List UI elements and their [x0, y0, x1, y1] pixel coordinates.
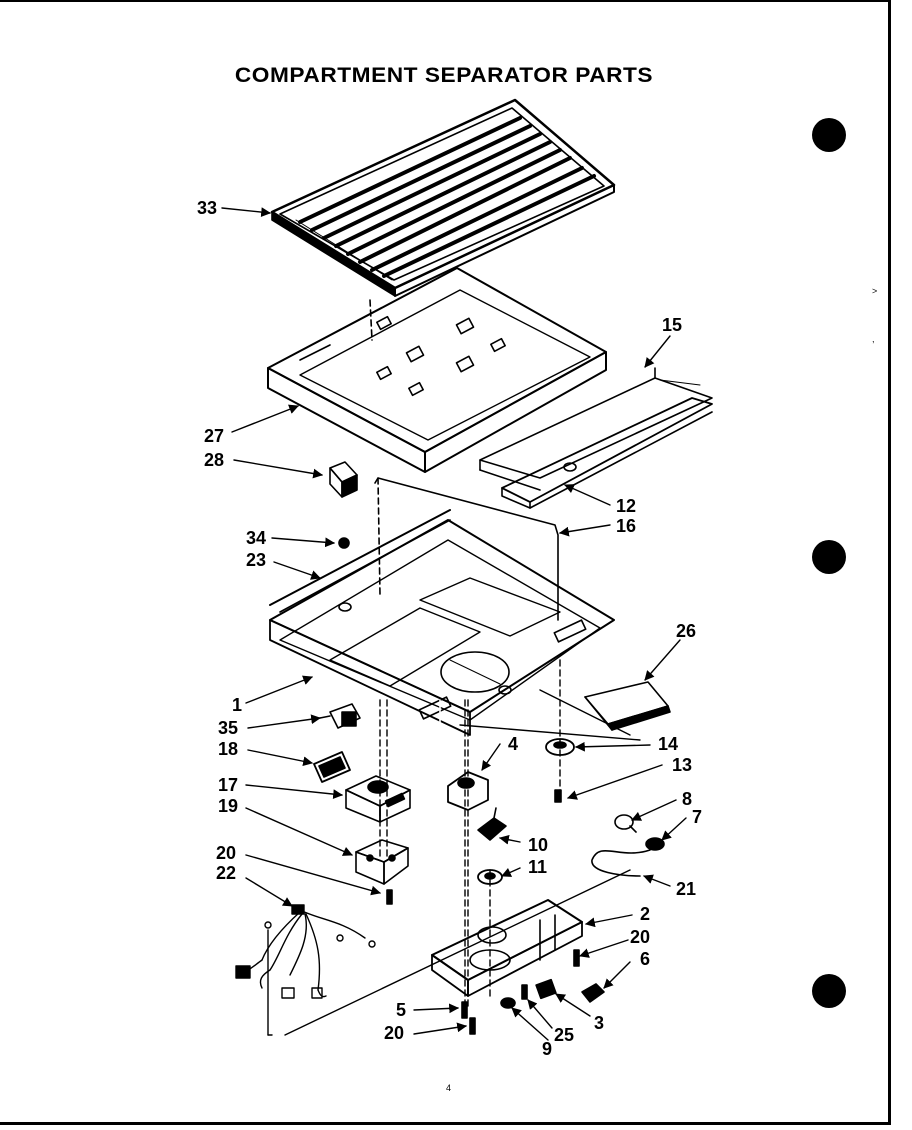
callout-21: 21 — [676, 879, 697, 899]
callout-11: 11 — [528, 857, 548, 877]
callout-9: 9 — [542, 1039, 553, 1059]
page-border-bottom — [0, 1122, 891, 1125]
callout-2: 2 — [640, 904, 651, 924]
callout-6: 6 — [640, 949, 651, 969]
part-25-screw — [521, 984, 528, 1000]
part-28-block — [329, 461, 358, 498]
callout-14: 14 — [658, 734, 679, 754]
page-number: 4 — [446, 1083, 452, 1093]
leader-lines — [221, 207, 687, 1041]
callout-20-bottom: 20 — [384, 1023, 405, 1043]
callout-23: 23 — [246, 550, 267, 570]
part-20-screw-b — [573, 949, 580, 967]
part-20-screw-c — [469, 1017, 476, 1035]
part-11-cap — [477, 869, 503, 885]
part-26-pad — [584, 681, 671, 731]
part-5-screw — [461, 1001, 468, 1019]
callout-16: 16 — [616, 516, 637, 536]
callout-1: 1 — [232, 695, 243, 715]
callout-22: 22 — [216, 863, 237, 883]
part-17-housing — [345, 775, 411, 823]
part-12-rail — [501, 397, 713, 509]
diagram-title: COMPARTMENT SEPARATOR PARTS — [234, 64, 654, 87]
callout-35: 35 — [218, 718, 239, 738]
callout-27: 27 — [204, 426, 225, 446]
callout-15: 15 — [662, 315, 683, 335]
page-border-right — [888, 0, 891, 1125]
margin-mark-2: , — [872, 334, 875, 344]
part-33-grille-shelf — [270, 98, 616, 297]
callout-4: 4 — [508, 734, 519, 754]
callout-19: 19 — [218, 796, 239, 816]
part-4-damper — [447, 771, 489, 811]
callout-33: 33 — [197, 198, 218, 218]
punch-hole-middle — [812, 540, 846, 574]
part-23-separator-pan — [269, 509, 641, 741]
part-2-control-housing — [431, 899, 583, 997]
callout-10: 10 — [528, 835, 549, 855]
callout-28: 28 — [204, 450, 225, 470]
part-16-wire — [374, 477, 559, 621]
part-21-wire — [591, 849, 651, 877]
part-18-lamp-shield — [313, 751, 351, 783]
part-6-knob — [581, 983, 605, 1003]
callout-34: 34 — [246, 528, 267, 548]
callout-20-right: 20 — [630, 927, 651, 947]
part-13-screw — [554, 789, 562, 803]
punch-hole-top — [812, 118, 846, 152]
callout-8: 8 — [682, 789, 693, 809]
part-14-bushing — [545, 738, 575, 756]
callout-20-upper: 20 — [216, 843, 237, 863]
margin-mark-1: > — [872, 286, 878, 296]
callout-17: 17 — [218, 775, 239, 795]
page-border-top — [0, 0, 891, 2]
callout-5: 5 — [396, 1000, 407, 1020]
part-10-switch — [477, 807, 507, 841]
callout-7: 7 — [692, 807, 703, 827]
part-27-separator-frame — [267, 267, 607, 473]
callout-12: 12 — [616, 496, 637, 516]
part-22-wire-harness — [235, 904, 376, 999]
part-8-bulb — [614, 814, 637, 833]
part-20-screw-a — [386, 889, 393, 905]
part-19-lamp-socket — [355, 839, 409, 885]
punch-hole-bottom — [812, 974, 846, 1008]
part-3-switch — [535, 978, 557, 1000]
part-7-socket — [645, 837, 665, 851]
callout-13: 13 — [672, 755, 693, 775]
callout-18: 18 — [218, 739, 239, 759]
callout-26: 26 — [676, 621, 697, 641]
callout-25: 25 — [554, 1025, 575, 1045]
part-9-washer — [500, 997, 516, 1009]
part-34-clip — [338, 537, 350, 549]
assembly-lines — [267, 659, 631, 1036]
part-35-bracket — [319, 703, 361, 729]
part-15-rail — [479, 367, 713, 491]
callout-3: 3 — [594, 1013, 605, 1033]
